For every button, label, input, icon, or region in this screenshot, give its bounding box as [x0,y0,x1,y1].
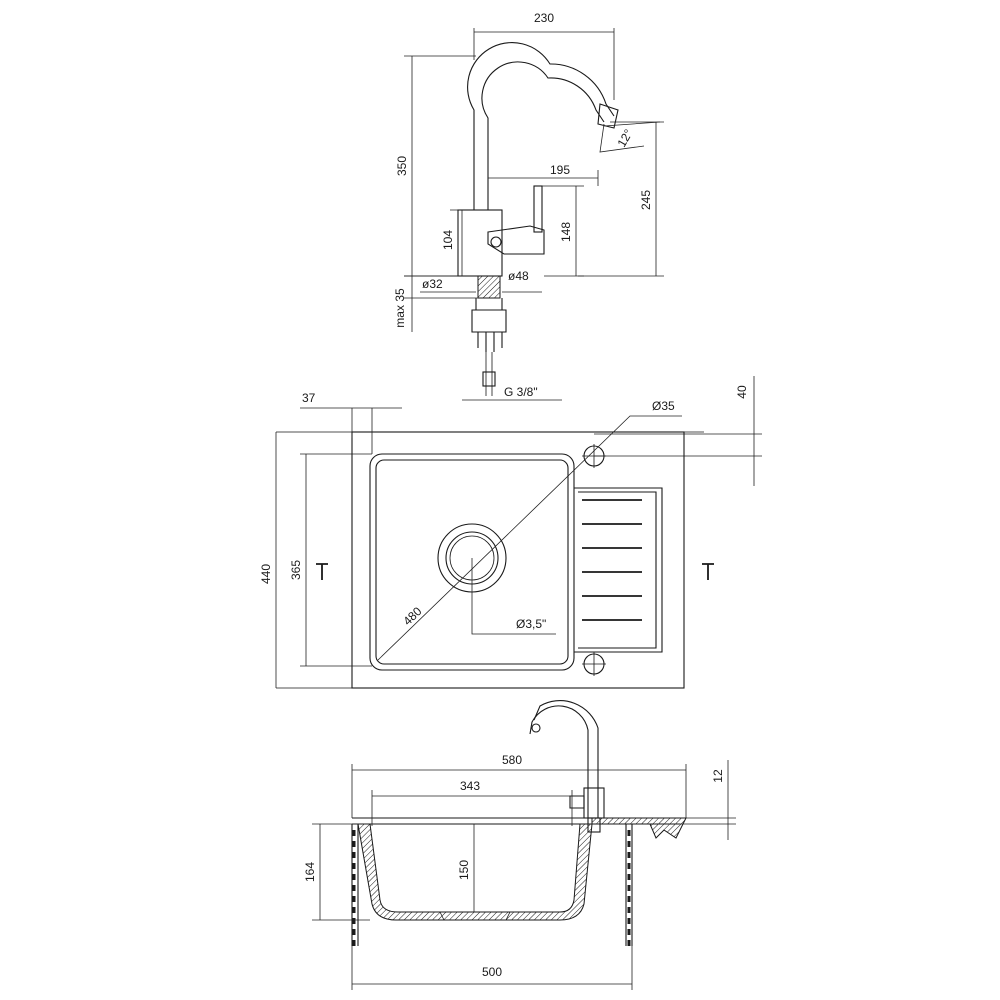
dim-500-lines [351,946,633,990]
sink-top-view: 480 Ø35 Ø3,5" 37 40 440 365 [259,376,762,689]
dim-148-lines [542,185,584,277]
dim-40-lines [594,376,762,486]
dim-angle-lines [599,121,661,153]
spout-tip [597,103,619,129]
dim-dia32-label: ø32 [422,277,443,291]
faucet-body [457,209,503,277]
dim-angle-label: 12° [614,127,635,150]
mini-lever [569,795,585,809]
dim-480-line [377,415,682,661]
dim-580-lines [351,764,687,818]
mini-spout-inner [533,700,599,818]
bowl-section [357,823,593,921]
section-mark-right [702,563,714,580]
dim-230-lines [473,28,615,100]
dim-tap-dia-label: Ø35 [652,399,675,413]
dim-148-label: 148 [559,222,573,242]
cabinet-right [625,824,633,946]
dim-max35-label: max 35 [393,288,407,328]
dim-245-lines [578,121,664,277]
bowl-outer [369,453,575,671]
lever-stem [533,185,543,233]
dim-440-label: 440 [259,564,273,584]
hose-connector [482,371,496,387]
faucet-side-view: 230 350 12° 195 245 148 104 ø32 ø48 max … [393,11,664,401]
sink-section-view: 580 343 12 164 150 500 [303,700,736,990]
bowl-inner [375,459,569,665]
dim-thread-label: G 3/8" [504,385,538,399]
dim-max35-lines [404,275,478,332]
mini-faucet-body [583,787,605,819]
lever-pivot [490,236,502,248]
dim-12-label: 12 [711,769,725,783]
dim-480-label: 480 [400,604,424,628]
dim-drain-label: Ø3,5" [516,617,546,631]
dim-150-label: 150 [457,860,471,880]
spout-outer-line [467,42,615,210]
section-mark-left [316,563,328,580]
dim-245-label: 245 [639,190,653,210]
dim-dia48-label: ø48 [508,269,529,283]
cabinet-left [351,824,359,946]
dim-365-lines [300,453,372,667]
dim-195-lines [488,170,599,186]
dim-104-label: 104 [441,230,455,250]
dim-580-label: 580 [502,753,522,767]
mounting-shank [477,275,501,299]
dim-37-lines [300,407,402,454]
dim-343-lines [371,790,573,826]
dim-343-label: 343 [460,779,480,793]
sink-outline [351,431,685,689]
dim-350-lines [404,55,476,277]
dim-365-label: 365 [289,560,303,580]
dim-230-label: 230 [534,11,554,25]
fixing-nut [471,309,507,333]
dim-195-label: 195 [550,163,570,177]
dim-12-lines [680,760,736,840]
dim-164-label: 164 [303,862,317,882]
drainer-board [574,487,663,653]
lever-handle [487,225,545,255]
dim-350-label: 350 [395,156,409,176]
drainer-section [591,817,687,839]
dim-drain-line [471,558,556,635]
dim-40-label: 40 [735,385,749,399]
dim-37-label: 37 [302,391,316,405]
drainer-grooves [582,499,642,621]
spout-inner-line [481,61,605,210]
supply-hose [485,352,493,396]
dim-164-lines [312,823,370,921]
mini-spout-outer [529,705,589,818]
dim-500-label: 500 [482,965,502,979]
